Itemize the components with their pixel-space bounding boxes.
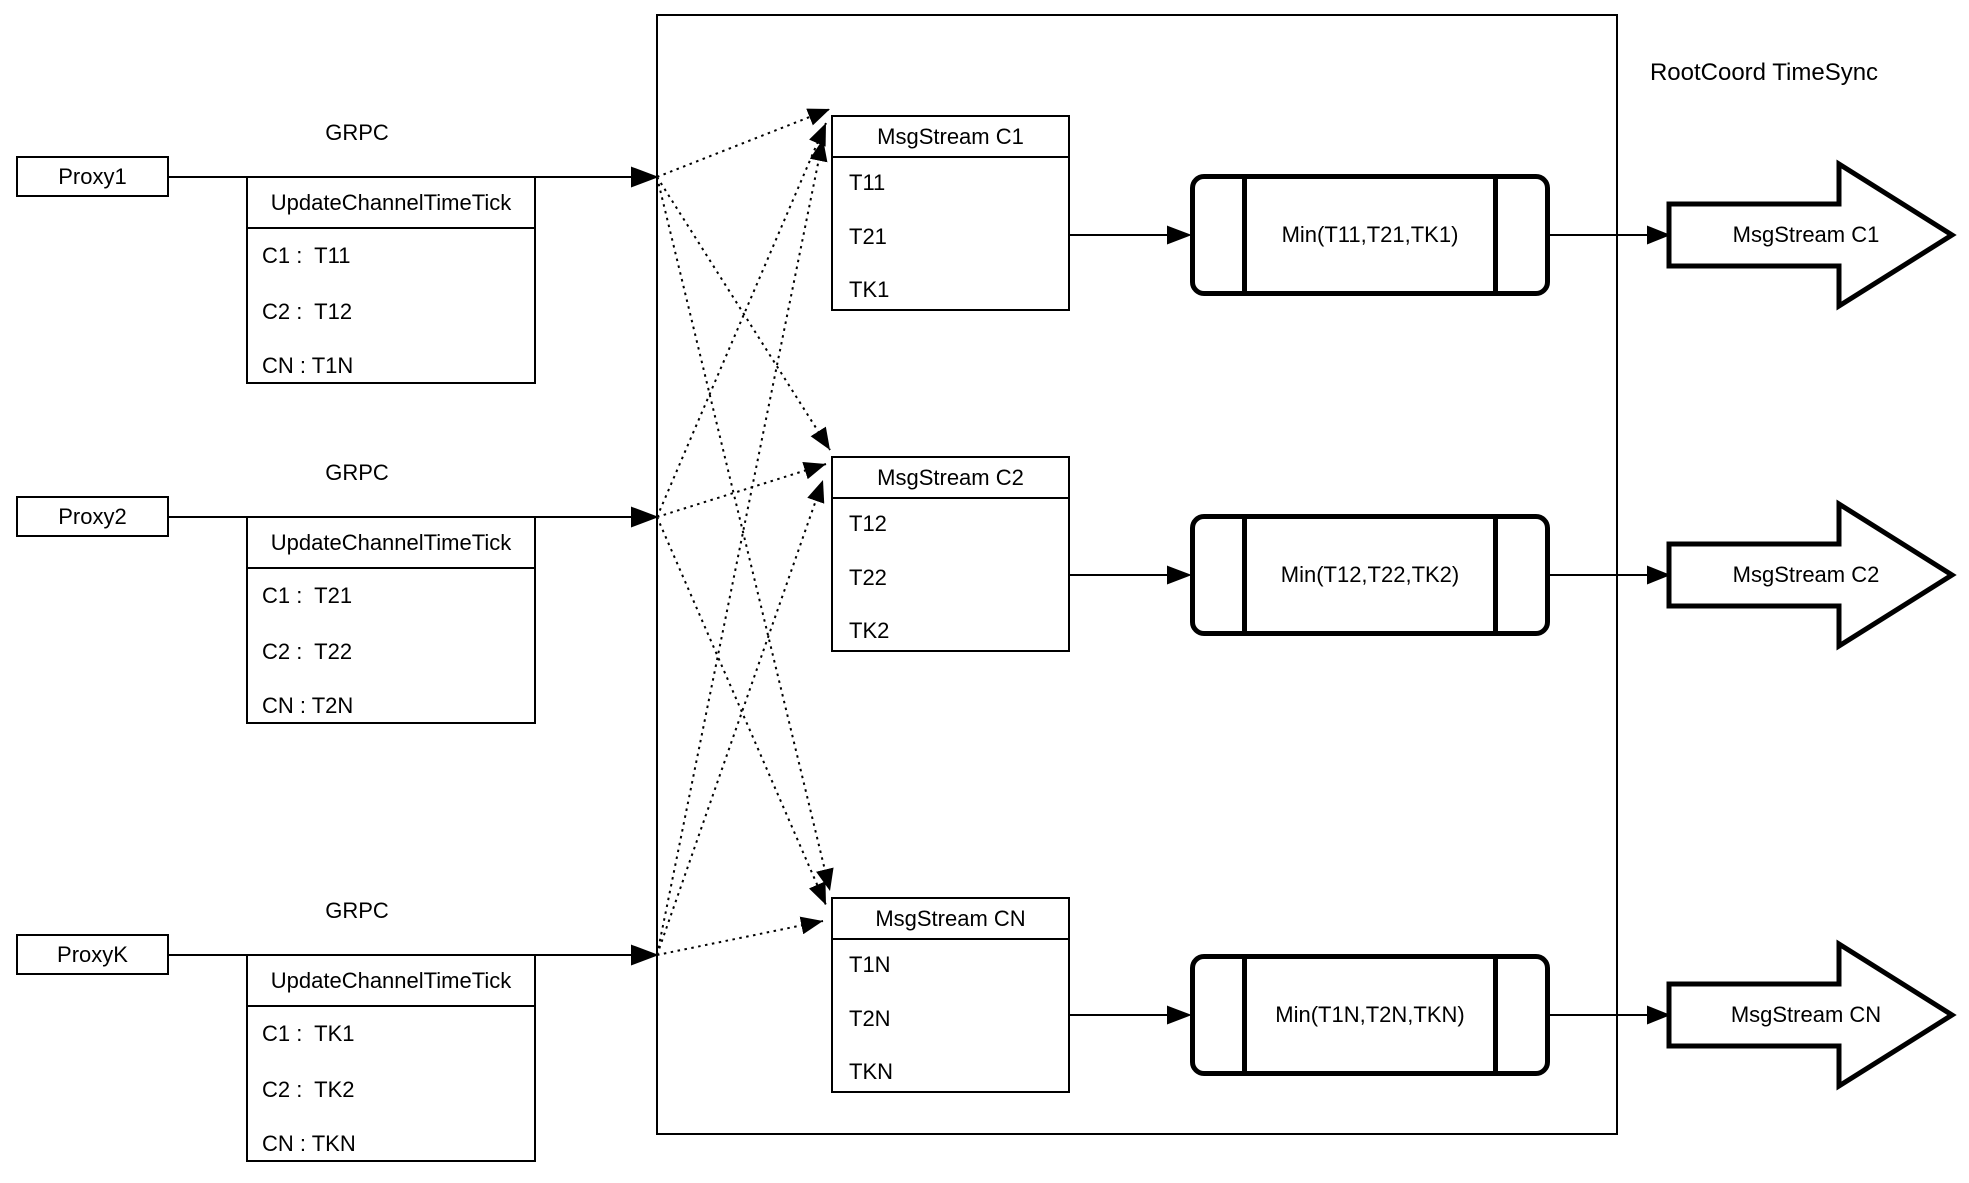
buffer-divider [1242,959,1247,1071]
table-header: UpdateChannelTimeTick [248,518,534,569]
output-arrow-label: MsgStream CN [1730,1002,1882,1027]
table-row: CN : T1N [262,353,354,378]
table-row: C1 : TK1 [262,1021,355,1046]
msgstream-c1-table: MsgStream C1 T11 T21 TK1 [831,115,1070,311]
buffer-divider [1242,519,1247,631]
proxy2-node: Proxy2 [16,496,169,537]
msgstream-c2-table: MsgStream C2 T12 T22 TK2 [831,456,1070,652]
msgstream-header: MsgStream CN [833,899,1068,940]
update-channel-timetick-table: UpdateChannelTimeTick C1 : T11 C2 : T12 … [246,176,536,384]
buffer-divider [1242,179,1247,291]
min-label: Min(T11,T21,TK1) [1281,222,1459,247]
tick-row: TKN [849,1059,893,1084]
rootcoord-title: RootCoord TimeSync [1649,59,1879,86]
grpc-label: GRPC [325,898,389,923]
output-arrow-label: MsgStream C1 [1732,222,1880,247]
tick-row: T11 [849,170,886,195]
fanout-dotted-arrow [656,108,834,956]
tick-row: T2N [849,1006,891,1031]
tick-row: T21 [849,224,887,249]
buffer-divider [1493,959,1498,1071]
table-row: C2 : T12 [262,299,353,324]
table-row: C1 : T21 [262,583,353,608]
buffer-divider [1493,179,1498,291]
tick-row: T1N [849,952,891,977]
table-header: UpdateChannelTimeTick [248,956,534,1007]
tick-row: TK1 [849,277,890,302]
table-row: CN : TKN [262,1131,356,1156]
stream-to-min-arrow [1070,225,1192,1025]
rootcoord-timesync-container: RootCoord TimeSync [656,14,1878,1135]
output-arrow-label: MsgStream C2 [1732,562,1880,587]
output-block-arrow [1666,159,1957,1091]
msgstream-header: MsgStream C1 [833,117,1068,158]
tick-row: T22 [849,565,887,590]
min-to-output-arrow [1550,225,1671,1025]
table-row: C2 : TK2 [262,1077,355,1102]
table-header: UpdateChannelTimeTick [248,178,534,229]
table-row: C1 : T11 [262,243,351,268]
proxy1-node: Proxy1 [16,156,169,197]
table-row: CN : T2N [262,693,354,718]
table-row: C2 : T22 [262,639,353,664]
min-node: Min(T12,T22,TK2) [1190,514,1550,636]
tick-row: TK2 [849,618,890,643]
min-label: Min(T1N,T2N,TKN) [1275,1002,1465,1027]
update-channel-timetick-table: UpdateChannelTimeTick C1 : TK1 C2 : TK2 … [246,954,536,1162]
grpc-label: GRPC [325,460,389,485]
msgstream-cn-table: MsgStream CN T1N T2N TKN [831,897,1070,1093]
proxyk-node: ProxyK [16,934,169,975]
min-node: Min(T11,T21,TK1) [1190,174,1550,296]
tick-row: T12 [849,511,887,536]
min-label: Min(T12,T22,TK2) [1280,562,1460,587]
msgstream-header: MsgStream C2 [833,458,1068,499]
min-node: Min(T1N,T2N,TKN) [1190,954,1550,1076]
grpc-label: GRPC [325,120,389,145]
buffer-divider [1493,519,1498,631]
update-channel-timetick-table: UpdateChannelTimeTick C1 : T21 C2 : T22 … [246,516,536,724]
